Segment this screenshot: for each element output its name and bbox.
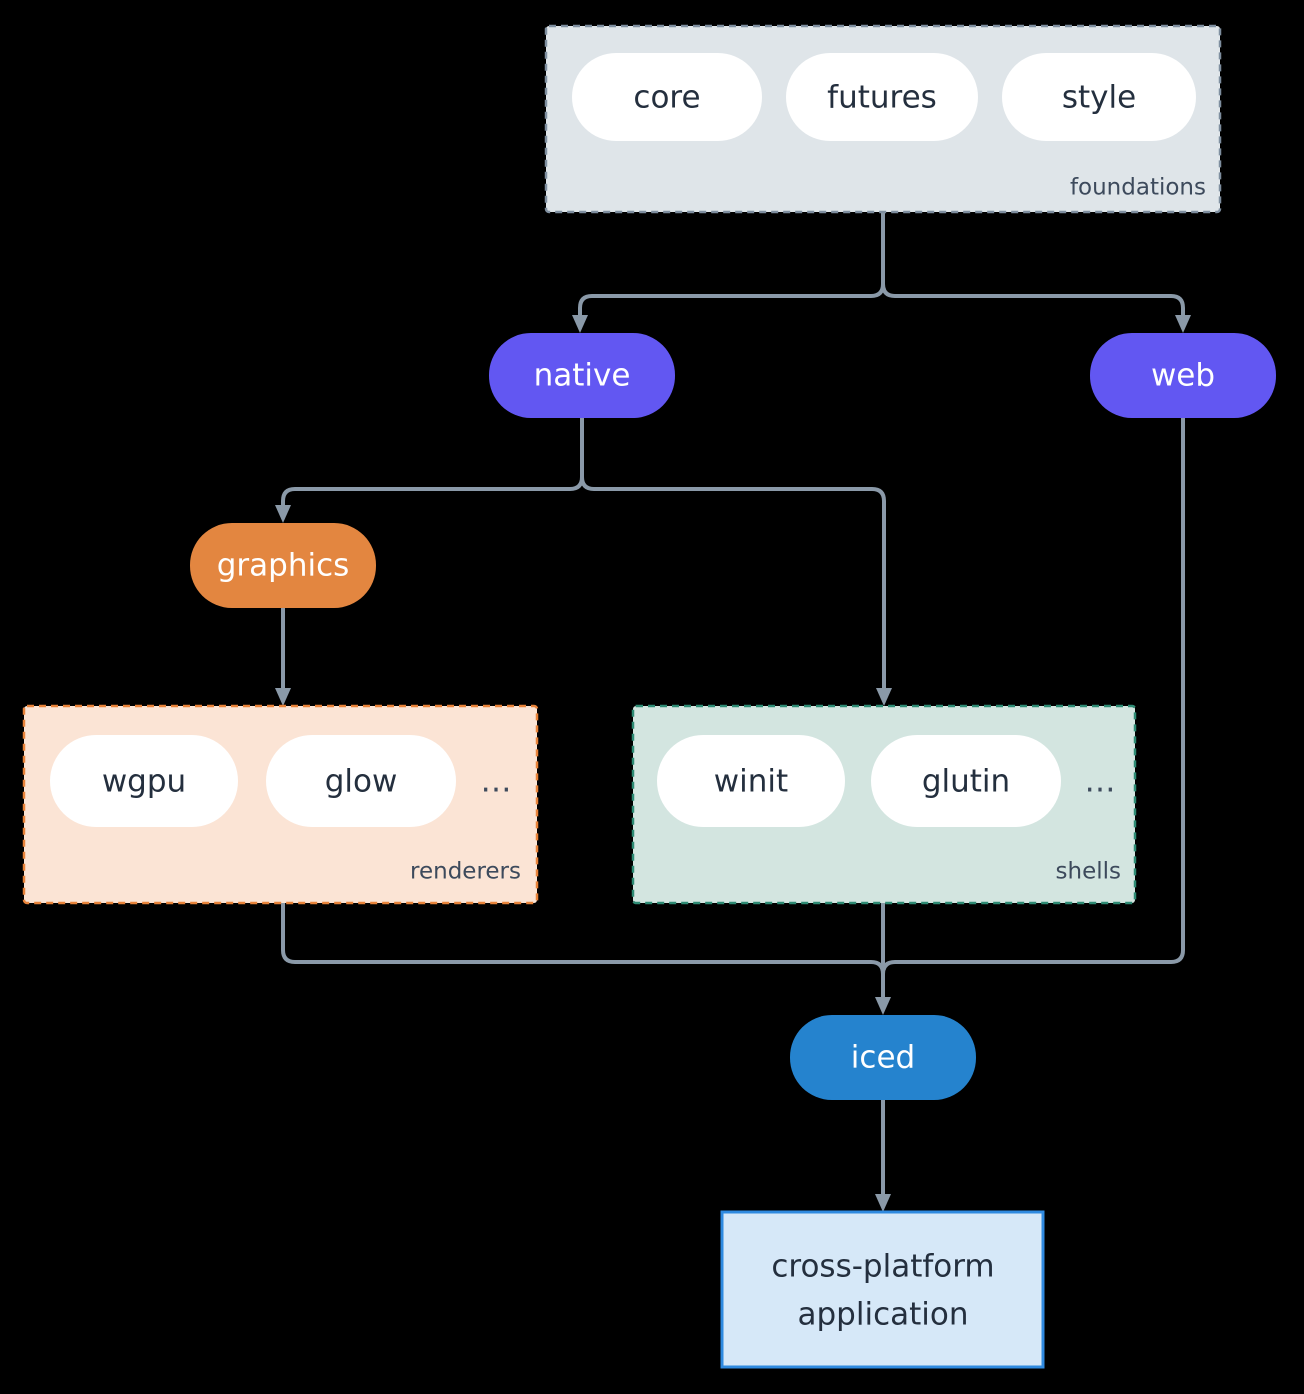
node-web[interactable]: web [1090, 333, 1276, 418]
node-native-label: native [534, 358, 631, 394]
node-wgpu-shape [50, 735, 238, 827]
node-style-shape [1002, 53, 1196, 141]
edge-foundations-to-web [881, 210, 1191, 333]
edge-graphics-to-renderers [275, 606, 291, 706]
node-glow[interactable]: glow [266, 735, 456, 827]
node-style[interactable]: style [1002, 53, 1196, 141]
edge-native-to-graphics [275, 416, 584, 523]
edge-native-to-shells [580, 416, 892, 706]
node-application-label-line1: cross-platform [771, 1249, 994, 1285]
edge-iced-to-application [875, 1098, 891, 1212]
node-futures-label: futures [827, 80, 937, 116]
node-winit-label: winit [714, 764, 788, 800]
node-graphics-label: graphics [217, 548, 350, 584]
node-core[interactable]: core [572, 53, 762, 141]
edge-web-to-iced [881, 416, 1185, 1006]
edge-renderers-to-iced [281, 901, 885, 1006]
arrowhead-icon [876, 688, 892, 706]
node-glow-label: glow [325, 764, 398, 800]
arrowhead-icon [1175, 315, 1191, 333]
node-wgpu[interactable]: wgpu [50, 735, 238, 827]
cluster-foundations-label: foundations [1070, 175, 1206, 201]
node-iced-shape [790, 1015, 976, 1100]
node-futures[interactable]: futures [786, 53, 978, 141]
node-glow-shape [266, 735, 456, 827]
node-futures-shape [786, 53, 978, 141]
renderers-ellipsis: … [481, 764, 512, 800]
node-winit[interactable]: winit [657, 735, 845, 827]
edge-foundations-to-native [572, 210, 885, 333]
node-graphics-shape [190, 523, 376, 608]
arrowhead-icon [875, 997, 891, 1015]
node-web-label: web [1151, 358, 1215, 394]
arrowhead-icon [875, 1194, 891, 1212]
node-wgpu-label: wgpu [102, 764, 186, 800]
node-cross-platform-application[interactable]: cross-platform application [720, 1210, 1045, 1369]
node-native-shape [489, 333, 675, 418]
cluster-shells-label: shells [1056, 859, 1121, 885]
shells-ellipsis: … [1085, 764, 1116, 800]
cluster-shells[interactable]: winit glutin … shells [631, 704, 1137, 905]
cluster-renderers[interactable]: wgpu glow … renderers [22, 704, 539, 905]
node-application-label-line2: application [798, 1297, 969, 1333]
node-winit-shape [657, 735, 845, 827]
arrowhead-icon [275, 688, 291, 706]
node-glutin-shape [871, 735, 1061, 827]
arrowhead-icon [275, 505, 291, 523]
node-graphics[interactable]: graphics [190, 523, 376, 608]
node-iced[interactable]: iced [790, 1015, 976, 1100]
arrowhead-icon [572, 315, 588, 333]
node-glutin-label: glutin [922, 764, 1010, 800]
node-iced-label: iced [851, 1040, 915, 1076]
node-native[interactable]: native [489, 333, 675, 418]
node-style-label: style [1062, 80, 1136, 116]
cluster-renderers-label: renderers [410, 859, 521, 885]
node-web-shape [1090, 333, 1276, 418]
node-cross-platform-application-shape [720, 1210, 1045, 1369]
node-glutin[interactable]: glutin [871, 735, 1061, 827]
node-core-label: core [633, 80, 700, 116]
edge-layer [275, 210, 1191, 1212]
node-core-shape [572, 53, 762, 141]
cluster-foundations[interactable]: core futures style foundations [544, 24, 1222, 214]
